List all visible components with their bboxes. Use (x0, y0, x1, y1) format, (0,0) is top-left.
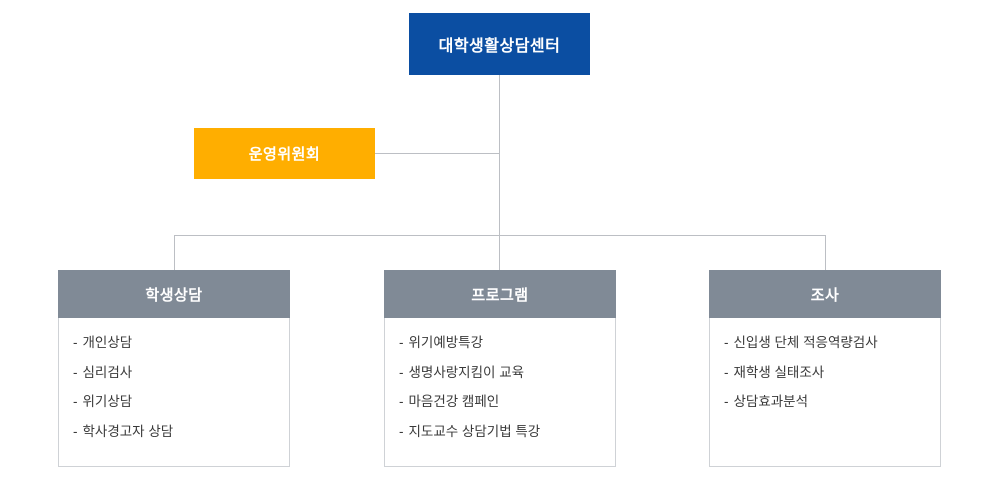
connector-committee-branch (375, 153, 499, 154)
branch-item-label: 학사경고자 상담 (82, 423, 174, 439)
connector-drop-branch-2 (499, 235, 500, 270)
branch-item: -재학생 실태조사 (724, 364, 940, 380)
branch-item-label: 생명사랑지킴이 교육 (408, 364, 525, 380)
dash-marker: - (399, 423, 404, 439)
node-root-center[interactable]: 대학생활상담센터 (409, 13, 590, 75)
branch-survey: 조사 -신입생 단체 적응역량검사 -재학생 실태조사 -상담효과분석 (709, 270, 941, 467)
dash-marker: - (73, 335, 78, 350)
branch-item-label: 마음건강 캠페인 (408, 394, 500, 409)
dash-marker: - (399, 364, 404, 380)
branch-item: -개인상담 (73, 336, 289, 350)
branch-header-label-0: 학생상담 (145, 286, 203, 304)
branch-item: -마음건강 캠페인 (399, 395, 615, 409)
branch-item-label: 위기상담 (82, 394, 133, 409)
branch-header-label-1: 프로그램 (471, 286, 529, 304)
node-root-label: 대학생활상담센터 (438, 38, 561, 55)
connector-root-spine (499, 75, 500, 235)
branch-header-1[interactable]: 프로그램 (384, 270, 616, 318)
branch-header-label-2: 조사 (810, 286, 840, 304)
branch-item: -상담효과분석 (724, 395, 940, 409)
dash-marker: - (724, 394, 729, 409)
branch-item-label: 상담효과분석 (733, 394, 809, 409)
node-committee-label: 운영위원회 (248, 146, 321, 163)
branch-item: -지도교수 상담기법 특강 (399, 423, 615, 439)
branch-item: -신입생 단체 적응역량검사 (724, 336, 940, 350)
dash-marker: - (724, 335, 729, 350)
dash-marker: - (724, 364, 729, 380)
branch-item-label: 지도교수 상담기법 특강 (408, 423, 541, 439)
dash-marker: - (399, 394, 404, 409)
dash-marker: - (73, 364, 78, 380)
branch-item-label: 심리검사 (82, 364, 133, 380)
branch-student-counseling: 학생상담 -개인상담 -심리검사 -위기상담 -학사경고자 상담 (58, 270, 290, 467)
dash-marker: - (399, 335, 404, 350)
connector-drop-branch-3 (825, 235, 826, 270)
dash-marker: - (73, 394, 78, 409)
branch-body-2: -신입생 단체 적응역량검사 -재학생 실태조사 -상담효과분석 (709, 318, 941, 467)
connector-drop-branch-1 (174, 235, 175, 270)
branch-item: -위기상담 (73, 395, 289, 409)
branch-item-label: 재학생 실태조사 (733, 364, 825, 380)
connector-horizontal-bus (174, 235, 826, 236)
branch-item: -위기예방특강 (399, 336, 615, 350)
branch-item-label: 위기예방특강 (408, 335, 484, 350)
branch-item: -학사경고자 상담 (73, 423, 289, 439)
branch-body-0: -개인상담 -심리검사 -위기상담 -학사경고자 상담 (58, 318, 290, 467)
branch-program: 프로그램 -위기예방특강 -생명사랑지킴이 교육 -마음건강 캠페인 -지도교수… (384, 270, 616, 467)
branch-item-label: 신입생 단체 적응역량검사 (733, 335, 878, 350)
branch-item: -심리검사 (73, 364, 289, 380)
branch-header-2[interactable]: 조사 (709, 270, 941, 318)
node-operating-committee[interactable]: 운영위원회 (194, 128, 375, 179)
dash-marker: - (73, 423, 78, 439)
branch-header-0[interactable]: 학생상담 (58, 270, 290, 318)
branch-body-1: -위기예방특강 -생명사랑지킴이 교육 -마음건강 캠페인 -지도교수 상담기법… (384, 318, 616, 467)
branch-item: -생명사랑지킴이 교육 (399, 364, 615, 380)
branch-item-label: 개인상담 (82, 335, 133, 350)
